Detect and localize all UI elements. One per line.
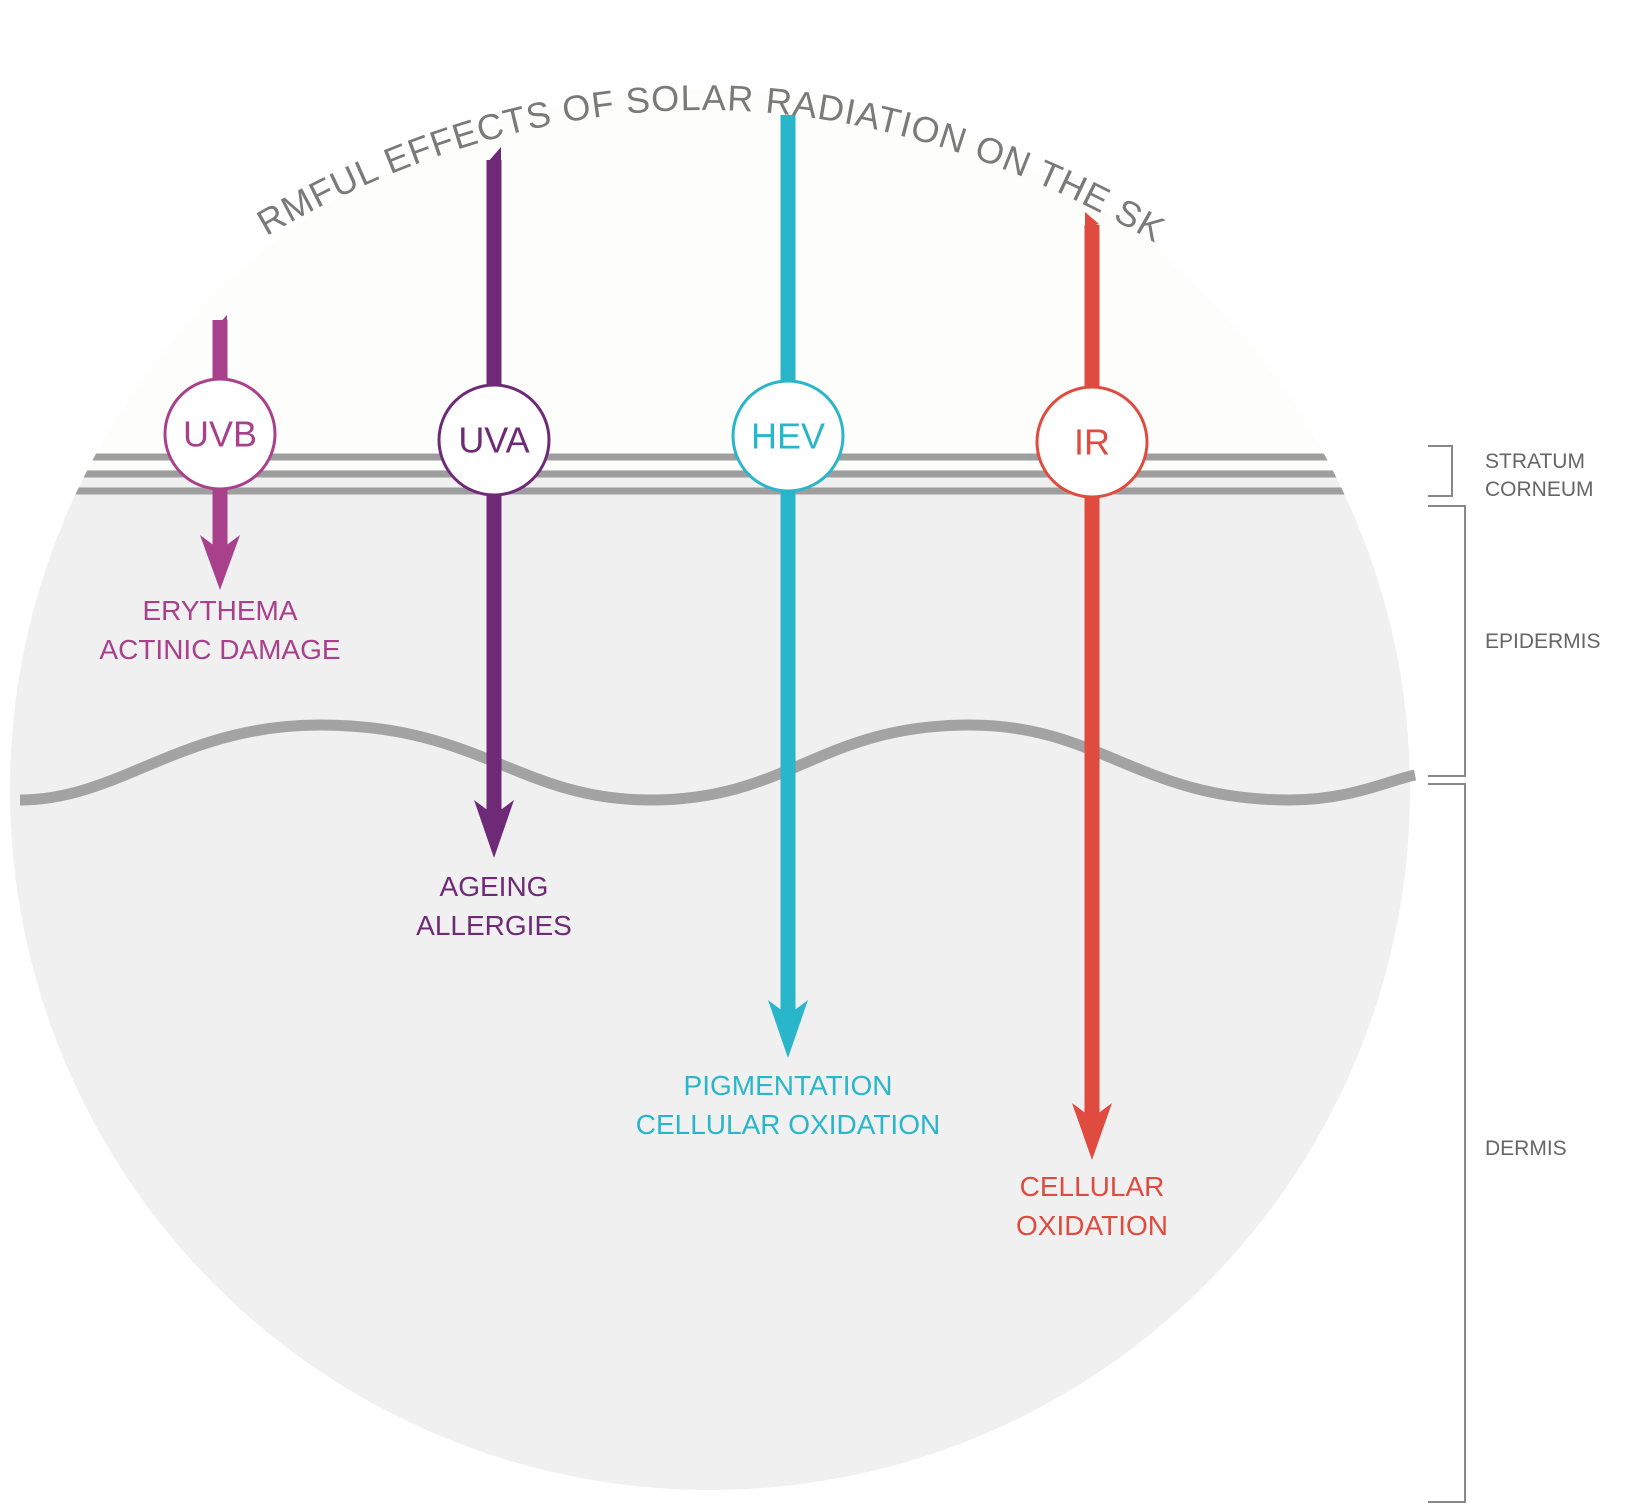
ir-group: IR CELLULAR OXIDATION	[1016, 212, 1168, 1241]
uvb-badge	[163, 377, 277, 491]
hev-effect-1: PIGMENTATION	[684, 1070, 893, 1101]
ir-badge	[1035, 385, 1149, 499]
hev-arrowhead	[768, 1000, 808, 1058]
ir-label: IR	[1074, 422, 1110, 463]
ir-effect-1: CELLULAR	[1020, 1171, 1165, 1202]
uva-group: UVA AGEING ALLERGIES	[416, 147, 572, 941]
ir-effect-2: OXIDATION	[1016, 1210, 1168, 1241]
uva-arrow-top	[487, 147, 501, 163]
uvb-effect-1: ERYTHEMA	[142, 595, 297, 626]
uva-label: UVA	[458, 420, 529, 461]
uvb-group: UVB ERYTHEMA ACTINIC DAMAGE	[99, 315, 341, 665]
skin-area	[10, 470, 1410, 1490]
layer-brackets	[1428, 445, 1466, 1503]
uvb-arrowhead	[200, 535, 240, 590]
ir-arrow-top	[1085, 212, 1099, 228]
hev-label: HEV	[751, 416, 825, 457]
uva-arrowhead	[474, 800, 514, 858]
uva-badge	[437, 383, 551, 497]
stratum-corneum-label-2: CORNEUM	[1485, 478, 1594, 501]
hev-badge	[731, 379, 845, 493]
uva-effect-2: ALLERGIES	[416, 910, 572, 941]
epidermis-label: EPIDERMIS	[1485, 630, 1601, 653]
dermal-epidermal-junction	[19, 719, 1417, 806]
stratum-corneum-bracket	[1428, 445, 1453, 497]
uvb-arrow-top	[213, 315, 227, 330]
epidermis-bracket	[1428, 505, 1466, 777]
hev-group: HEV PIGMENTATION CELLULAR OXIDATION	[636, 115, 940, 1140]
ir-arrowhead	[1072, 1103, 1112, 1160]
uvb-effect-2: ACTINIC DAMAGE	[99, 634, 340, 665]
dermis-bracket	[1428, 783, 1466, 1503]
hev-effect-2: CELLULAR OXIDATION	[636, 1109, 940, 1140]
dermis-label: DERMIS	[1485, 1137, 1567, 1160]
uvb-label: UVB	[183, 414, 257, 455]
uva-effect-1: AGEING	[440, 871, 549, 902]
stratum-corneum-label-1: STRATUM	[1485, 450, 1585, 473]
